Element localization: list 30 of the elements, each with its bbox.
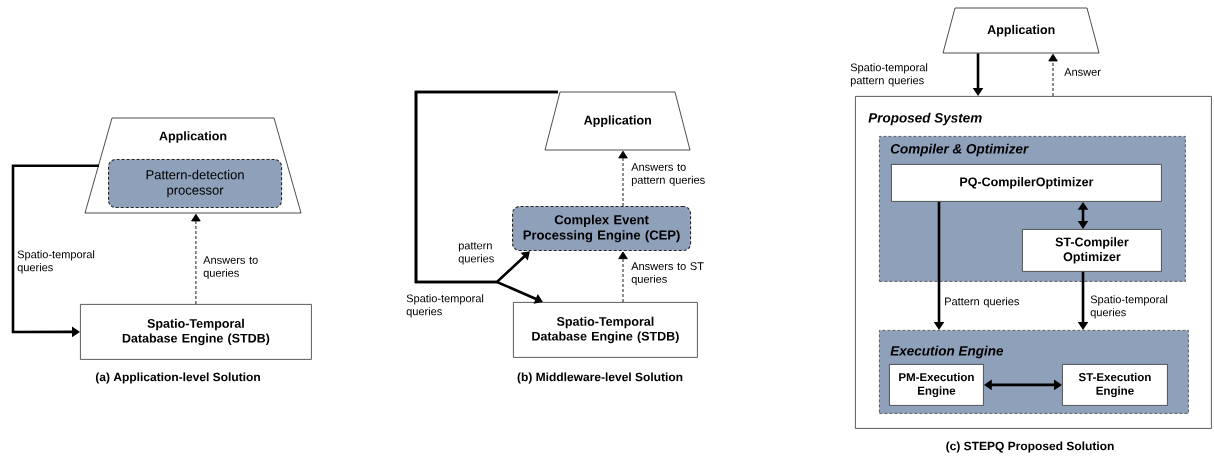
edge-label: pattern queries bbox=[458, 242, 494, 265]
process-box: PM-Execution Engine bbox=[889, 364, 984, 406]
edge-label: Spatio-temporal queries bbox=[406, 294, 484, 318]
arrow bbox=[618, 251, 628, 303]
panel-title: Compiler & Optimizer bbox=[890, 143, 1029, 157]
dashed-rounded-box: Pattern-detection processor bbox=[108, 159, 283, 209]
edge-label: Answers to queries bbox=[203, 256, 258, 280]
arrow bbox=[618, 150, 628, 207]
panel-title: Proposed System bbox=[868, 112, 982, 126]
caption: (b) Middleware-level Solution bbox=[517, 372, 683, 384]
process-box: Spatio-Temporal Database Engine (STDB) bbox=[80, 304, 312, 360]
process-box: ST-Compiler Optimizer bbox=[1022, 229, 1162, 272]
edge-label: Answers to ST queries bbox=[631, 262, 704, 286]
edge-label: Answers to pattern queries bbox=[631, 163, 705, 187]
process-box: Spatio-Temporal Database Engine (STDB) bbox=[513, 302, 698, 358]
edge-label: Spatio-temporal queries bbox=[1090, 295, 1168, 319]
dashed-rounded-box: Complex Event Processing Engine (CEP) bbox=[512, 206, 692, 252]
arrow bbox=[191, 213, 201, 305]
trapezoid-box: Application bbox=[942, 7, 1100, 54]
panel-title: Execution Engine bbox=[890, 345, 1004, 359]
edge-label: Spatio-temporal queries bbox=[17, 250, 95, 274]
caption: (a) Application-level Solution bbox=[95, 372, 260, 384]
process-box: ST-Execution Engine bbox=[1062, 364, 1168, 406]
trapezoid-box: Application bbox=[544, 91, 691, 151]
edge-label: Spatio-temporal pattern queries bbox=[850, 63, 928, 87]
edge-label: Pattern queries bbox=[945, 297, 1019, 308]
caption: (c) STEPQ Proposed Solution bbox=[946, 441, 1114, 453]
edge-label: Answer bbox=[1064, 68, 1101, 76]
process-box: PQ-CompilerOptimizer bbox=[891, 164, 1162, 202]
arrow bbox=[1048, 53, 1058, 97]
